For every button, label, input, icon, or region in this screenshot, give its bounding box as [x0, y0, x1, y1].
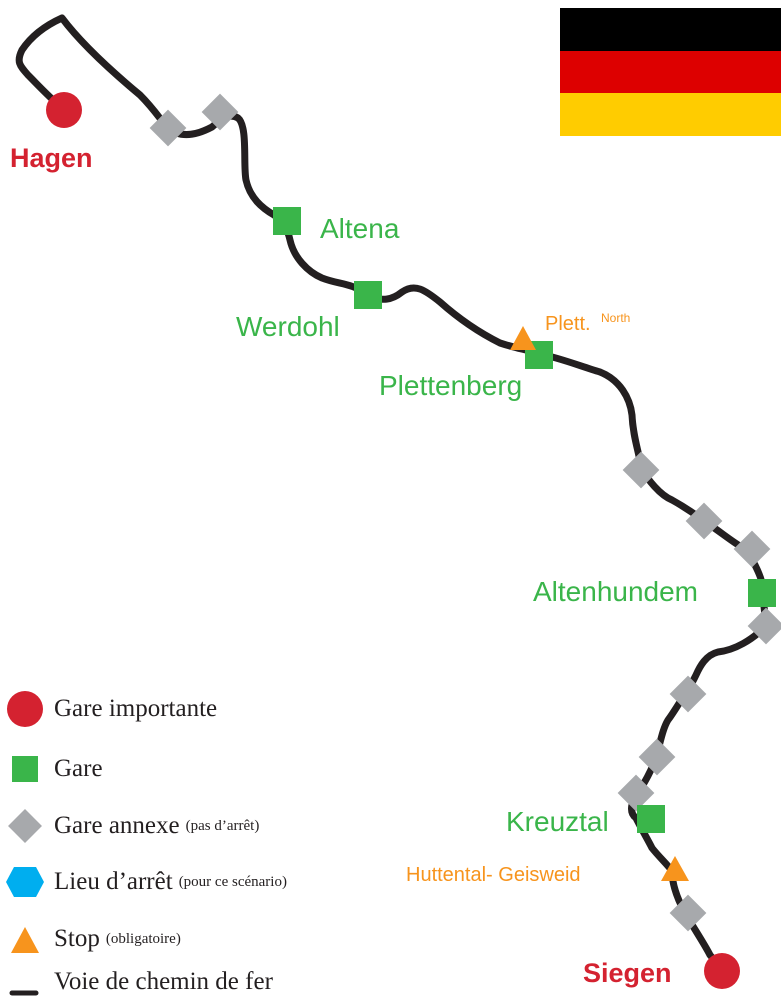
- green-square-icon: [12, 756, 38, 782]
- annex-station-marker: [669, 894, 707, 932]
- blue-hexagon-icon: [6, 867, 44, 897]
- city-label-hagen: Hagen: [10, 143, 93, 173]
- orange-triangle-icon: [11, 927, 39, 953]
- legend-label-stop: Stop: [54, 925, 100, 952]
- annex-station-marker: [149, 109, 187, 147]
- legend-item-annex: Gare annexe (pas d’arrêt): [6, 807, 259, 845]
- flag-band-red: [560, 50, 781, 94]
- legend-item-stop: Stop (obligatoire): [6, 920, 181, 958]
- legend-note-annex: (pas d’arrêt): [185, 817, 260, 834]
- annex-station-marker: [622, 451, 660, 489]
- legend-label-halt: Lieu d’arrêt: [54, 868, 173, 895]
- annex-station-marker: [617, 774, 655, 812]
- legend-label-annex: Gare annexe: [54, 812, 180, 839]
- legend-item-major: Gare importante: [6, 690, 217, 728]
- map-legend: Gare importante Gare Gare annexe (pas d’…: [6, 680, 386, 1001]
- german-flag: [560, 8, 781, 136]
- station-marker-altenhundem: [748, 579, 776, 607]
- flag-band-black: [560, 8, 781, 51]
- station-label-kreuztal: Kreuztal: [506, 806, 609, 837]
- major-station-marker-siegen: [704, 953, 740, 989]
- station-label-altena: Altena: [320, 213, 400, 244]
- station-label-altenhundem: Altenhundem: [533, 576, 698, 607]
- annex-station-marker: [733, 530, 771, 568]
- legend-note-halt: (pour ce scénario): [178, 873, 287, 890]
- annex-station-marker: [669, 675, 707, 713]
- legend-item-halt: Lieu d’arrêt (pour ce scénario): [6, 863, 287, 901]
- station-marker-altena: [273, 207, 301, 235]
- station-marker-werdohl: [354, 281, 382, 309]
- annex-station-marker: [747, 607, 781, 645]
- annex-station-marker: [685, 502, 723, 540]
- station-label-plettenberg: Plettenberg: [379, 370, 522, 401]
- legend-label-major: Gare importante: [54, 695, 218, 722]
- flag-band-gold: [560, 93, 781, 136]
- stop-marker-plett-north: [510, 326, 536, 350]
- annex-station-marker: [638, 738, 676, 776]
- city-label-siegen: Siegen: [583, 958, 672, 988]
- legend-item-track: Voie de chemin de fer: [6, 963, 273, 1001]
- station-label-werdohl: Werdohl: [236, 311, 340, 342]
- major-station-marker-hagen: [46, 92, 82, 128]
- stop-label-plett-sup: North: [601, 311, 630, 325]
- legend-item-station: Gare: [6, 750, 103, 788]
- stop-marker-huttental: [661, 856, 689, 881]
- stop-label-plett: Plett.: [545, 313, 591, 335]
- grey-diamond-icon: [8, 809, 42, 843]
- legend-note-stop: (obligatoire): [105, 930, 181, 947]
- legend-label-station: Gare: [54, 755, 103, 782]
- stop-label-huttental: Huttental- Geisweid: [406, 864, 581, 886]
- annex-station-marker: [201, 93, 239, 131]
- track-line-icon: [9, 990, 39, 996]
- red-circle-icon: [7, 691, 43, 727]
- legend-label-track: Voie de chemin de fer: [54, 968, 273, 995]
- station-marker-kreuztal: [637, 805, 665, 833]
